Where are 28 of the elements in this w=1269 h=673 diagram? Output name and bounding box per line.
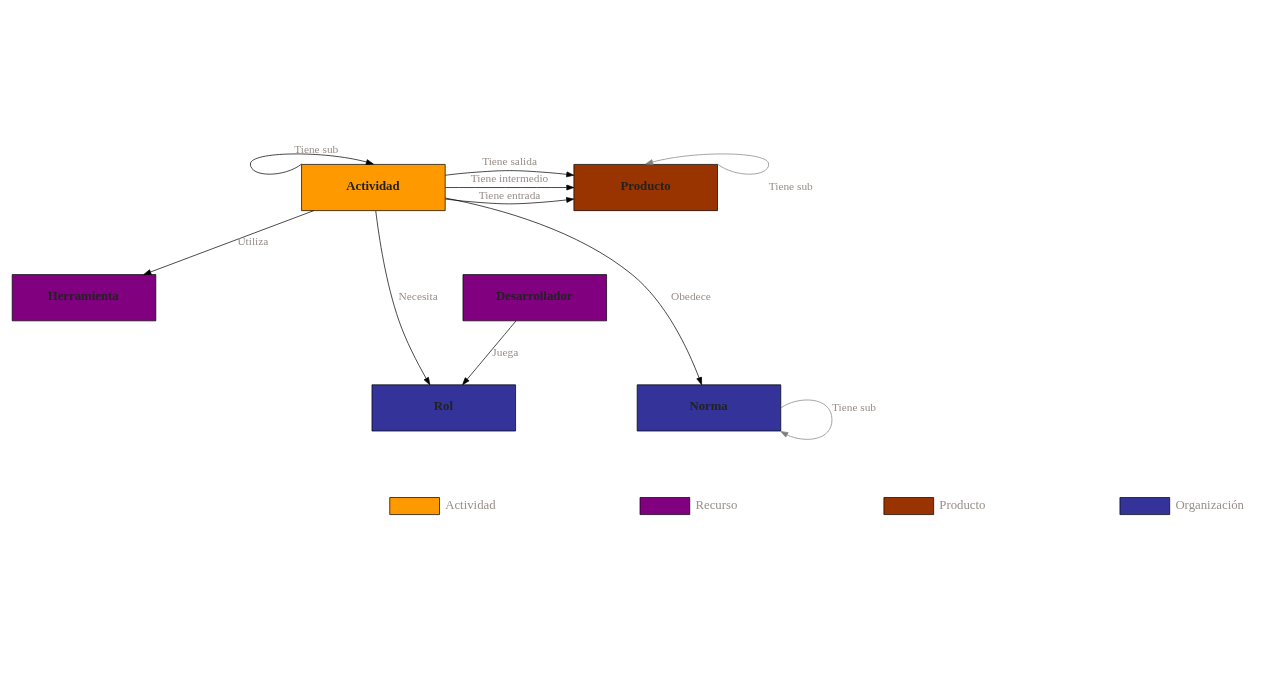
edge-label: Tiene sub [768, 180, 813, 193]
edge-label: Juega [492, 345, 519, 358]
arrow [375, 210, 431, 386]
legend-label: Actividad [445, 498, 496, 513]
node-box: Desarrollador [462, 274, 607, 322]
edge-label: Tiene sub [831, 400, 877, 413]
node-box: Norma [636, 384, 782, 432]
node-box: Producto [573, 164, 718, 211]
arrow [444, 170, 575, 178]
edge-label: Tiene salida [482, 154, 537, 167]
node-box: Herramienta [11, 274, 157, 322]
arrow [445, 197, 702, 385]
legend-label: Producto [939, 498, 986, 513]
edge-label: Tiene intermedio [470, 171, 549, 184]
edge-label: Tiene sub [294, 142, 339, 155]
edge-label: Tiene entrada [478, 188, 541, 201]
node-box: Rol [371, 384, 516, 432]
legend-label: Recurso [695, 498, 738, 513]
arrow [445, 197, 575, 205]
edge-label: Utiliza [237, 235, 269, 248]
edge-label: Obedece [670, 290, 711, 303]
arrow [143, 210, 315, 275]
arrow [462, 320, 517, 386]
edge-label: Necesita [398, 290, 438, 303]
arrow [780, 399, 833, 440]
legend-label: Organización [1175, 498, 1245, 513]
node-box: Actividad [301, 164, 446, 211]
arrow [444, 184, 575, 191]
